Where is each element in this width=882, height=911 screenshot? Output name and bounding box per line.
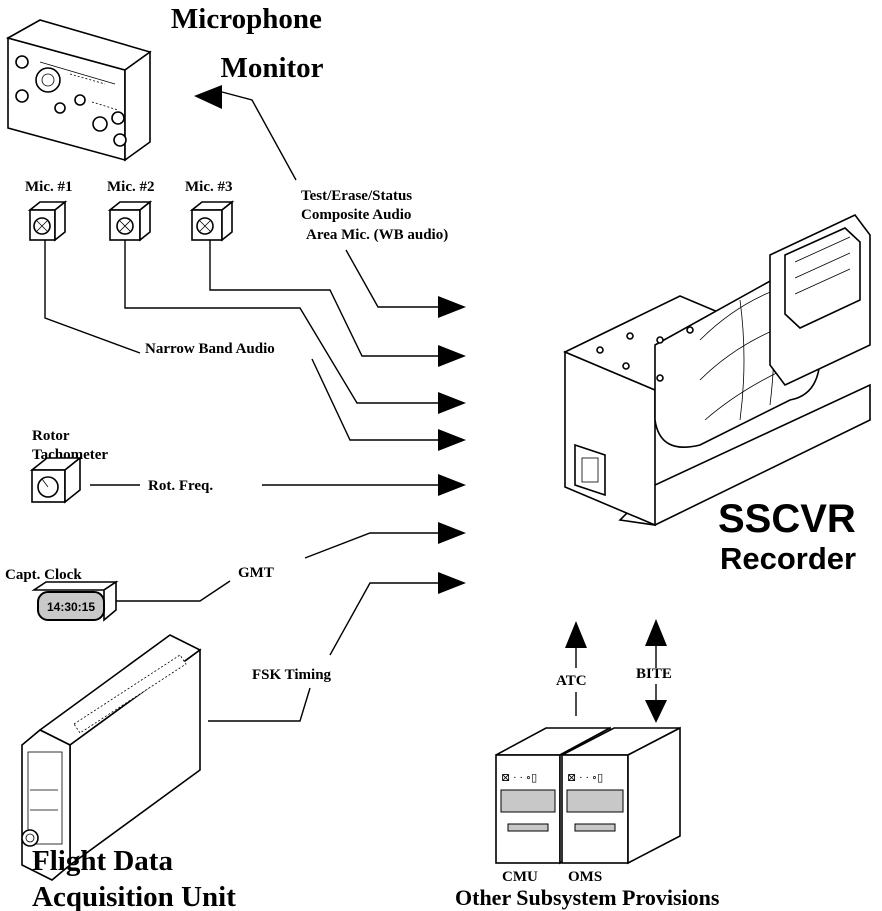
fdau-title-line1: Flight Data <box>32 845 173 877</box>
arrow-rotor <box>438 474 466 496</box>
capt-clock-device <box>31 580 119 622</box>
arrow-mic-2 <box>438 392 466 414</box>
fdau-title-line2: Acquisition Unit <box>32 881 236 911</box>
narrow-band-audio-label: Narrow Band Audio <box>145 341 275 357</box>
arrow-monitor-signals <box>438 296 466 318</box>
mic-2-label: Mic. #2 <box>107 179 154 195</box>
mic-3-label: Mic. #3 <box>185 179 232 195</box>
oms-front-indicators: ⊠ · · ∘▯ <box>567 772 603 784</box>
atc-label: ATC <box>556 673 587 689</box>
mic-1-label: Mic. #1 <box>25 179 72 195</box>
gmt-label: GMT <box>238 565 274 581</box>
monitor-signal-1: Test/Erase/Status <box>301 188 412 204</box>
monitor-signal-3: Area Mic. (WB audio) <box>306 227 448 243</box>
rot-freq-label: Rot. Freq. <box>148 478 213 494</box>
arrow-mic-3 <box>438 345 466 367</box>
microphone-monitor-device <box>5 19 152 162</box>
bite-label: BITE <box>636 666 672 682</box>
cmu-label: CMU <box>502 869 538 885</box>
monitor-signal-2: Composite Audio <box>301 207 411 223</box>
fdau-title: Flight Data Acquisition Unit <box>32 845 236 911</box>
arrow-fsk <box>438 572 466 594</box>
arrowheads <box>194 85 667 723</box>
oms-unit: ⊠ · · ∘▯ <box>561 726 681 865</box>
mic-2: Mic. #2 <box>107 179 154 242</box>
monitor-signals-text: Test/Erase/Status Composite Audio Area M… <box>301 188 448 243</box>
microphone-monitor-title: Microphone Monitor <box>171 3 329 84</box>
sscvr-recorder-title: SSCVR Recorder <box>718 497 860 576</box>
fdau-device <box>21 634 202 881</box>
clock-time-readout: 14:30:15 <box>47 600 95 614</box>
sscvr-title: SSCVR <box>718 497 856 541</box>
rotor-tachometer-line1: Rotor <box>32 428 70 444</box>
other-subsystem-provisions-label: Other Subsystem Provisions <box>455 885 720 910</box>
arrow-to-monitor <box>194 85 222 109</box>
arrow-bite-down <box>645 700 667 723</box>
cmu-front-indicators: ⊠ · · ∘▯ <box>501 772 537 784</box>
arrow-bite-up <box>645 619 667 646</box>
microphone-monitor-title-line2: Monitor <box>220 52 323 84</box>
fsk-timing-label: FSK Timing <box>252 667 332 683</box>
microphone-monitor-title-line1: Microphone <box>171 3 322 35</box>
sscvr-recorder-device <box>563 213 871 527</box>
arrow-gmt <box>438 522 466 544</box>
recorder-title: Recorder <box>720 541 856 576</box>
arrow-atc-up <box>565 621 587 648</box>
mic-1: Mic. #1 <box>25 179 72 242</box>
oms-label: OMS <box>568 869 602 885</box>
capt-clock-label: Capt. Clock <box>5 567 82 583</box>
rotor-tachometer-device <box>29 456 83 504</box>
connection-lines <box>44 91 657 722</box>
arrow-mic-1 <box>438 429 466 451</box>
mic-3: Mic. #3 <box>185 179 235 242</box>
